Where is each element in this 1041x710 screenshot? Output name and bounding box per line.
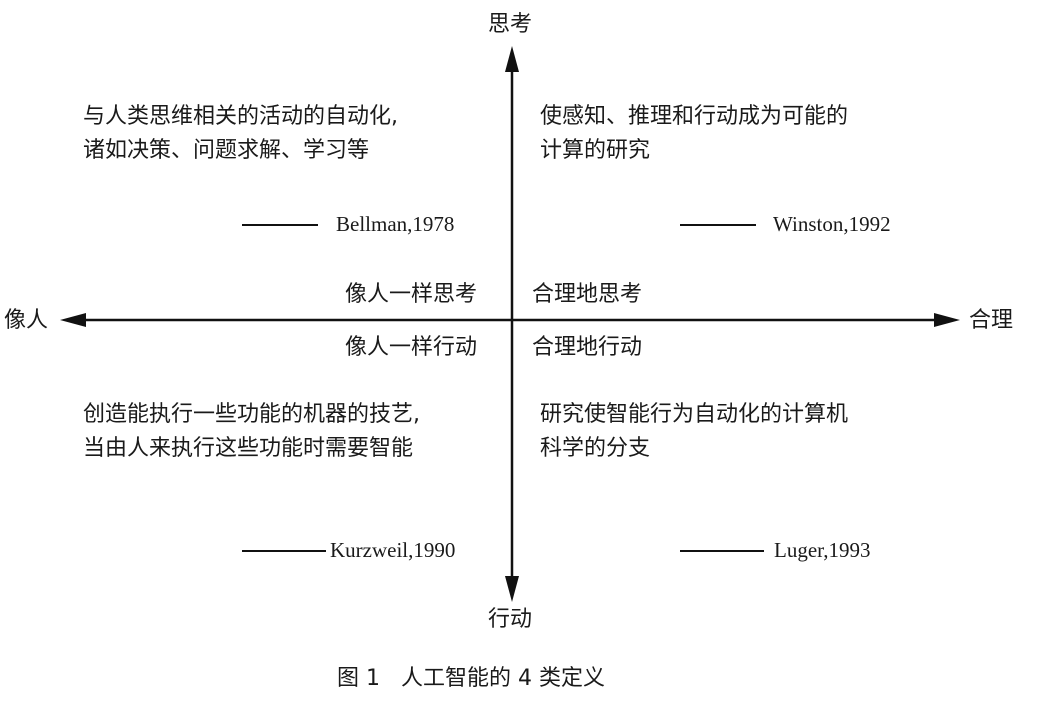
- citation-kurzweil: Kurzweil,1990: [330, 538, 456, 562]
- axis-label-left: 像人: [4, 308, 49, 333]
- citation-bellman: Bellman,1978: [336, 212, 455, 236]
- arrow-right-icon: [934, 313, 960, 327]
- definition-line: 科学的分支: [540, 436, 651, 461]
- citation-winston: Winston,1992: [773, 212, 891, 236]
- definition-line: 诸如决策、问题求解、学习等: [83, 138, 370, 163]
- quadrant-label-top-left: 像人一样思考: [345, 282, 478, 307]
- definition-line: 使感知、推理和行动成为可能的: [540, 104, 849, 129]
- axis-label-bottom: 行动: [488, 607, 533, 632]
- definition-line: 与人类思维相关的活动的自动化,: [83, 104, 398, 129]
- quadrant-label-top-right: 合理地思考: [532, 282, 643, 307]
- quadrant-bottom-right-definition: 研究使智能行为自动化的计算机 科学的分支: [540, 398, 848, 466]
- arrow-left-icon: [60, 313, 86, 327]
- definition-line: 研究使智能行为自动化的计算机: [540, 402, 849, 427]
- citation-luger: Luger,1993: [774, 538, 871, 562]
- axis-label-right: 合理: [969, 308, 1014, 333]
- quadrant-bottom-left-definition: 创造能执行一些功能的机器的技艺, 当由人来执行这些功能时需要智能: [83, 398, 420, 466]
- quadrant-top-left-definition: 与人类思维相关的活动的自动化, 诸如决策、问题求解、学习等: [83, 100, 398, 168]
- citation-dash: [242, 224, 318, 226]
- definition-line: 当由人来执行这些功能时需要智能: [83, 436, 414, 461]
- arrow-up-icon: [505, 46, 519, 72]
- quadrant-label-bottom-left: 像人一样行动: [345, 335, 478, 360]
- citation-dash: [680, 224, 756, 226]
- citation-dash: [680, 550, 764, 552]
- quadrant-top-right-definition: 使感知、推理和行动成为可能的 计算的研究: [540, 100, 848, 168]
- axis-label-top: 思考: [488, 12, 533, 37]
- citation-dash: [242, 550, 326, 552]
- quadrant-label-bottom-right: 合理地行动: [532, 335, 643, 360]
- arrow-down-icon: [505, 576, 519, 602]
- definition-line: 创造能执行一些功能的机器的技艺,: [83, 402, 420, 427]
- definition-line: 计算的研究: [540, 138, 651, 163]
- figure-caption: 图 1 人工智能的 4 类定义: [337, 666, 605, 691]
